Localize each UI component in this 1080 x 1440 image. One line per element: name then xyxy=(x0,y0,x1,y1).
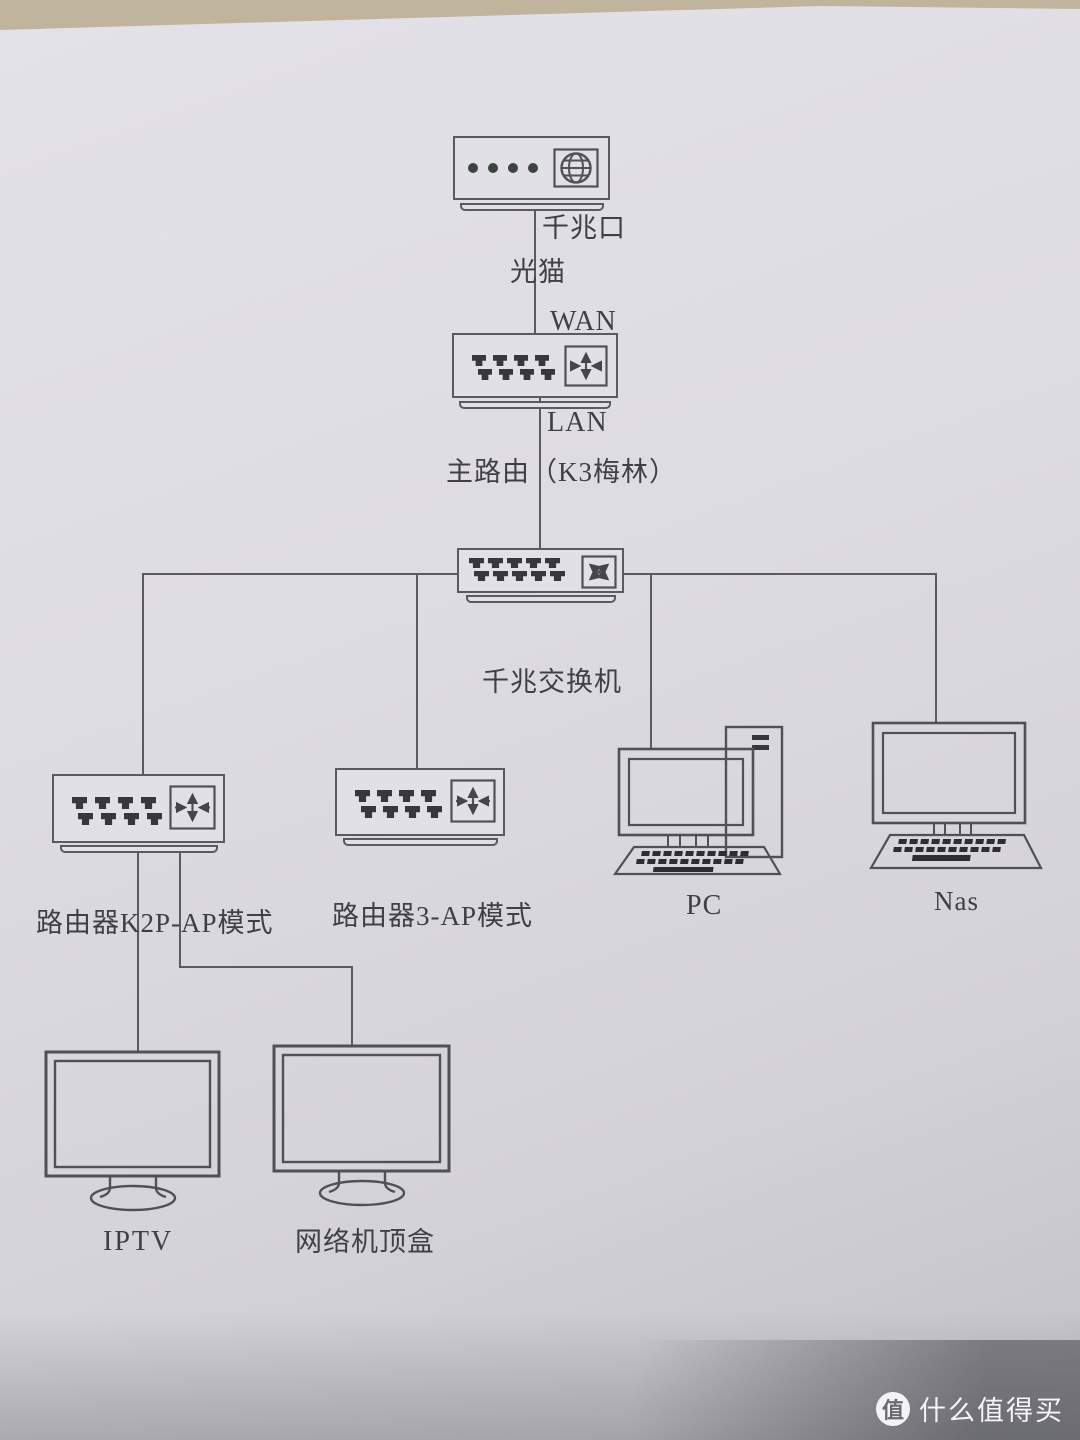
optical-modem xyxy=(453,136,610,200)
ethernet-port-icon xyxy=(514,355,528,366)
drive-slot-icon xyxy=(752,745,769,750)
monitor-leg xyxy=(933,822,946,836)
stb-monitor-icon xyxy=(272,1044,451,1207)
router-3 xyxy=(335,768,505,836)
keyboard-keys xyxy=(636,851,749,872)
switch-label: 千兆交换机 xyxy=(482,667,622,697)
ethernet-port-icon xyxy=(427,806,442,818)
ethernet-port-icon xyxy=(355,790,370,802)
ethernet-port-icon xyxy=(124,813,139,825)
watermark-text: 什么值得买 xyxy=(919,1396,1064,1426)
router-k2p-base xyxy=(60,845,218,853)
lan-label: LAN xyxy=(547,407,608,438)
router-arrows-icon xyxy=(169,785,216,830)
tv-screen xyxy=(281,1053,442,1164)
keyboard-keys xyxy=(893,839,1006,861)
ethernet-port-icon xyxy=(541,369,555,380)
edge-switch-nas xyxy=(623,573,937,723)
edge-switch-k2p xyxy=(142,573,457,774)
ethernet-port-icon xyxy=(472,355,486,366)
led-icon xyxy=(508,163,518,173)
gigabit-switch xyxy=(457,548,624,593)
ethernet-port-icon xyxy=(361,806,376,818)
router-3-label: 路由器3-AP模式 xyxy=(332,901,534,931)
tv-frame xyxy=(272,1044,451,1173)
tv-base xyxy=(318,1179,406,1207)
ethernet-port-icon xyxy=(421,790,436,802)
ethernet-port-icon xyxy=(147,813,162,825)
iptv-monitor-icon xyxy=(44,1050,221,1212)
ethernet-port-icon xyxy=(512,571,527,581)
router-k2p xyxy=(52,774,225,843)
ethernet-port-icon xyxy=(535,355,549,366)
wan-label: WAN xyxy=(550,306,617,337)
ethernet-port-icon xyxy=(95,797,110,809)
router-arrows-icon xyxy=(564,345,608,387)
desktop-pc-icon xyxy=(612,725,784,876)
ethernet-port-icon xyxy=(383,806,398,818)
ethernet-port-icon xyxy=(72,797,87,809)
pc-tower xyxy=(724,725,784,859)
ethernet-port-icon xyxy=(78,813,93,825)
photo-shadow-corner xyxy=(560,1340,1080,1440)
ethernet-port-icon xyxy=(399,790,414,802)
globe-icon xyxy=(553,148,599,188)
ethernet-port-icon xyxy=(520,369,534,380)
main-router-base xyxy=(459,401,611,409)
main-router-label: 主路由（K3梅林） xyxy=(446,457,677,487)
pc-label: PC xyxy=(686,890,723,921)
monitor-leg xyxy=(959,822,972,836)
drive-slot-icon xyxy=(752,735,769,740)
ethernet-port-icon xyxy=(545,558,560,568)
tv-frame xyxy=(44,1050,221,1178)
ethernet-port-icon xyxy=(493,355,507,366)
tv-base xyxy=(89,1184,177,1212)
pc-keyboard xyxy=(612,845,782,876)
nas-label: Nas xyxy=(934,886,979,916)
iptv-label: IPTV xyxy=(103,1226,174,1257)
led-icon xyxy=(488,163,498,173)
nas-keyboard xyxy=(869,833,1043,870)
modem-base xyxy=(460,203,604,211)
smzdm-logo-icon: 值 xyxy=(876,1391,910,1426)
switch-arrows-icon xyxy=(581,555,617,589)
monitor-leg xyxy=(667,834,681,848)
ethernet-port-icon xyxy=(405,806,420,818)
nas-screen xyxy=(881,731,1017,815)
router-arrows-icon xyxy=(450,779,496,823)
gigabit-port-label: 千兆口 xyxy=(542,213,626,243)
router-k2p-label: 路由器K2P-AP模式 xyxy=(36,908,274,938)
watermark: 值 什么值得买 xyxy=(876,1389,1064,1428)
ethernet-port-icon xyxy=(507,558,522,568)
monitor-leg xyxy=(695,834,709,848)
ethernet-port-icon xyxy=(493,571,508,581)
pc-screen xyxy=(627,757,745,827)
ethernet-port-icon xyxy=(101,813,116,825)
ethernet-port-icon xyxy=(118,797,133,809)
nas-monitor xyxy=(871,721,1027,825)
led-icon xyxy=(528,163,538,173)
modem-label: 光猫 xyxy=(510,257,566,287)
ethernet-port-icon xyxy=(531,571,546,581)
ethernet-port-icon xyxy=(377,790,392,802)
edge-k2p-stb xyxy=(179,845,353,1046)
pc-monitor xyxy=(617,747,755,837)
ethernet-port-icon xyxy=(478,369,492,380)
led-icon xyxy=(468,163,478,173)
ethernet-port-icon xyxy=(141,797,156,809)
switch-base xyxy=(466,595,616,603)
stb-label: 网络机顶盒 xyxy=(295,1227,435,1257)
ethernet-port-icon xyxy=(488,558,503,568)
ethernet-port-icon xyxy=(526,558,541,568)
nas-computer-icon xyxy=(869,721,1043,870)
ethernet-port-icon xyxy=(469,558,484,568)
main-router xyxy=(452,333,618,398)
router-3-base xyxy=(343,838,498,846)
ethernet-port-icon xyxy=(499,369,513,380)
tv-screen xyxy=(53,1059,212,1169)
ethernet-port-icon xyxy=(550,571,565,581)
ethernet-port-icon xyxy=(474,571,489,581)
